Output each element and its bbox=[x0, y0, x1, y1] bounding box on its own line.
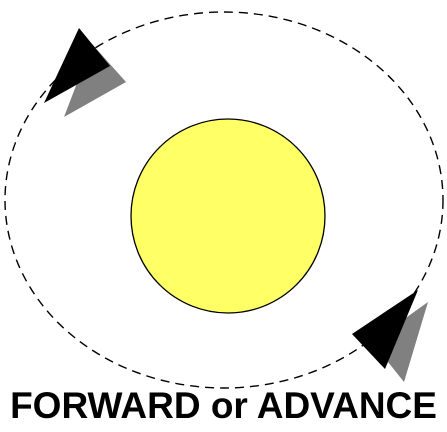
sun bbox=[131, 119, 325, 313]
arrowhead-lower-right bbox=[352, 290, 428, 382]
diagram-caption: FORWARD or ADVANCE bbox=[0, 384, 447, 428]
arrowhead-upper-left bbox=[44, 28, 126, 117]
